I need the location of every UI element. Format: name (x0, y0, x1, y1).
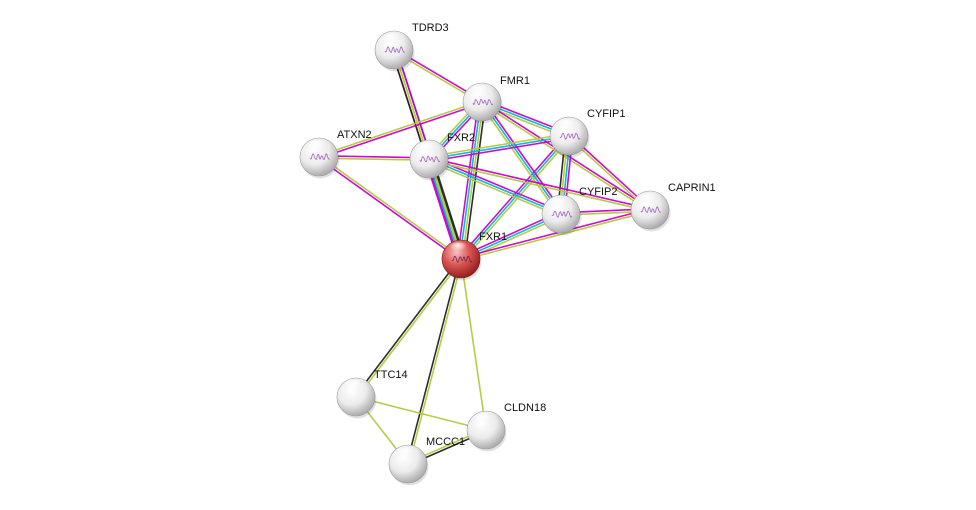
edge-line-textmining (408, 259, 463, 465)
edge-line-experimental (317, 157, 461, 261)
protein-structure-icon (559, 132, 581, 140)
protein-structure-icon (451, 255, 473, 263)
edge-line-textmining (319, 155, 463, 259)
edge-cyfip1-fxr2[interactable] (428, 132, 570, 163)
node-highlight (380, 33, 404, 48)
edge-line-textmining (428, 132, 569, 158)
node-label: FMR1 (500, 75, 530, 87)
edge-fxr1-cldn18[interactable] (460, 258, 487, 431)
node-highlight (555, 119, 579, 134)
node-mccc1[interactable]: MCCC1 (388, 436, 465, 486)
node-fxr1[interactable]: FXR1 (441, 231, 507, 281)
node-label: CAPRIN1 (668, 182, 716, 194)
edge-line-textmining (461, 210, 651, 261)
edge-line-database (481, 101, 562, 215)
edge-line-textmining (460, 258, 487, 431)
edge-line-experimental (429, 137, 570, 163)
edge-line-database (428, 158, 562, 215)
node-label: CYFIP1 (587, 108, 626, 120)
edge-fxr1-atxn2[interactable] (317, 155, 463, 261)
node-highlight (447, 242, 471, 257)
node-label: TDRD3 (412, 22, 449, 34)
node-highlight (547, 197, 571, 212)
protein-structure-icon (419, 155, 441, 163)
node-atxn2[interactable]: ATXN2 (299, 129, 372, 179)
node-label: ATXN2 (337, 129, 372, 141)
edge-line-coexpression (406, 258, 461, 464)
edge-fxr1-caprin1[interactable] (460, 208, 651, 261)
node-caprin1[interactable]: CAPRIN1 (630, 182, 716, 232)
node-highlight (415, 142, 439, 157)
node-ttc14[interactable]: TTC14 (336, 369, 408, 419)
edge-line-coexpression (354, 257, 461, 397)
edge-line-textmining (318, 100, 482, 157)
node-tdrd3[interactable]: TDRD3 (374, 22, 449, 72)
node-highlight (468, 85, 492, 100)
edge-fmr1-atxn2[interactable] (318, 100, 483, 159)
edge-line-textmining (428, 159, 650, 212)
node-cldn18[interactable]: CLDN18 (466, 402, 546, 452)
edge-line-textmining (462, 137, 572, 262)
edge-line-experimental (483, 100, 564, 214)
node-label: CLDN18 (504, 402, 546, 414)
node-highlight (636, 193, 660, 208)
edge-fxr1-ttc14[interactable] (354, 257, 463, 399)
edge-line-experimental (460, 208, 650, 259)
edge-fxr1-mccc1[interactable] (406, 258, 463, 465)
protein-structure-icon (551, 210, 573, 218)
edge-line-textmining (355, 396, 487, 431)
node-highlight (394, 447, 418, 462)
edge-line-experimental (456, 101, 480, 259)
edge-line-experimental (319, 102, 483, 159)
node-highlight (342, 380, 366, 395)
node-label: CYFIP2 (579, 186, 618, 198)
node-label: FXR1 (479, 231, 507, 243)
edge-fmr1-cyfip2[interactable] (479, 100, 564, 216)
node-cyfip1[interactable]: CYFIP1 (549, 108, 626, 158)
edge-line-textmining (427, 160, 561, 217)
edge-line-textmining (356, 259, 463, 399)
node-fmr1[interactable]: FMR1 (462, 75, 530, 124)
node-highlight (305, 140, 329, 155)
node-highlight (472, 413, 496, 428)
edge-line-database (459, 101, 482, 259)
node-label: TTC14 (374, 369, 408, 381)
edge-line-experimental (429, 157, 651, 210)
edge-line-textmining (479, 102, 560, 216)
node-fxr2[interactable]: FXR2 (409, 132, 475, 181)
protein-structure-icon (472, 98, 494, 106)
edge-line-database (428, 135, 570, 160)
node-label: FXR2 (447, 132, 475, 144)
edge-ttc14-cldn18[interactable] (355, 396, 487, 431)
edge-fxr2-caprin1[interactable] (428, 157, 651, 212)
node-label: MCCC1 (426, 436, 465, 448)
node-cyfip2[interactable]: CYFIP2 (541, 186, 618, 236)
